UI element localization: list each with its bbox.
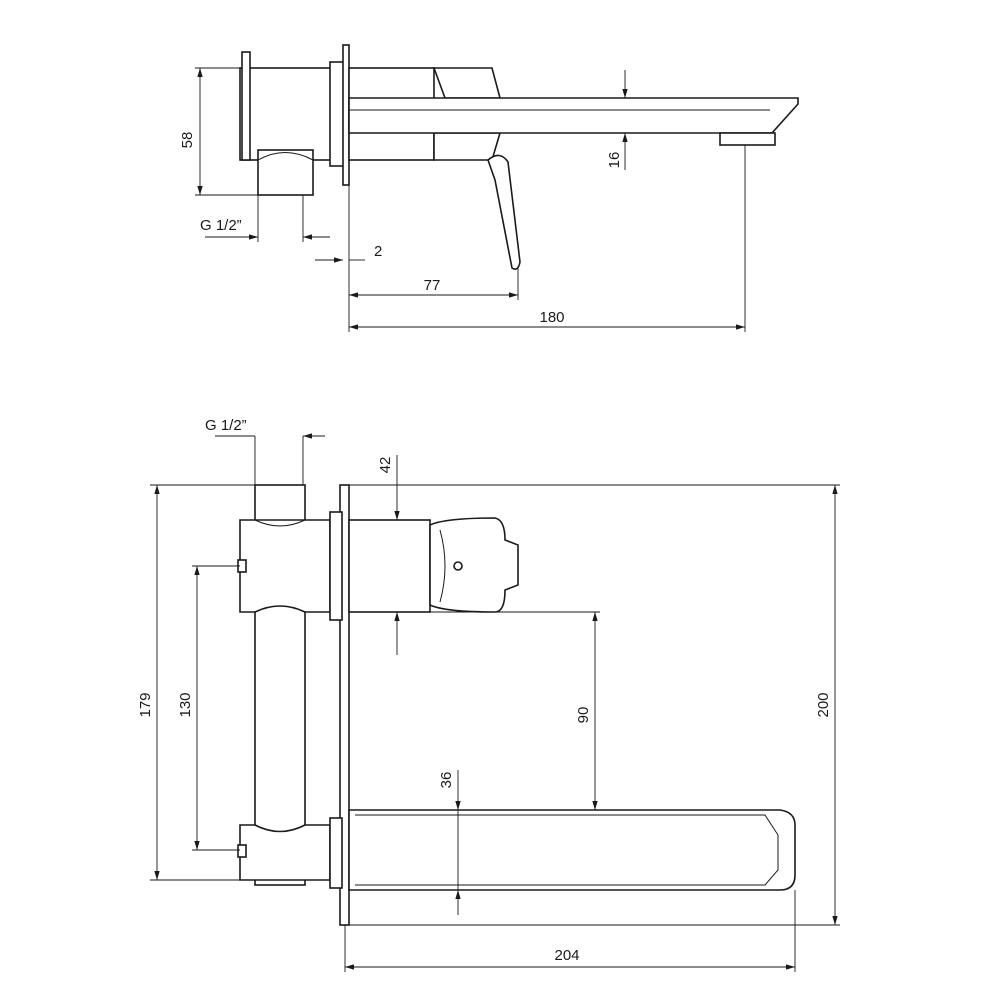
dim-90: 90 — [575, 707, 592, 724]
front-wall-plate — [339, 484, 350, 926]
front-view: G 1/2” 42 179 130 90 200 36 — [137, 417, 840, 972]
side-aerator — [719, 132, 776, 146]
dim-204: 204 — [554, 947, 579, 964]
handle-indicator-dot — [453, 561, 463, 571]
side-body — [239, 51, 345, 196]
side-lever — [487, 154, 521, 270]
dim-130: 130 — [177, 692, 194, 717]
dim-200: 200 — [815, 692, 832, 717]
side-view: 58 16 G 1/2” 2 77 180 — [179, 44, 799, 332]
dimensions-front: G 1/2” 42 179 130 90 200 36 — [137, 417, 840, 972]
front-body — [237, 484, 343, 889]
dim-g12-side: G 1/2” — [200, 217, 242, 234]
dim-36: 36 — [438, 772, 455, 789]
front-cartridge — [348, 517, 519, 613]
side-spout — [348, 97, 799, 134]
dim-g12-front: G 1/2” — [205, 417, 247, 434]
dim-77: 77 — [424, 277, 441, 294]
dim-2: 2 — [374, 243, 382, 260]
side-wall-plate — [342, 44, 350, 186]
dim-180: 180 — [539, 309, 564, 326]
dim-179: 179 — [137, 692, 154, 717]
front-spout — [348, 809, 796, 891]
dimensions-side: 58 16 G 1/2” 2 77 180 — [179, 67, 746, 332]
dim-42: 42 — [377, 457, 394, 474]
dim-16: 16 — [606, 152, 623, 169]
dim-58: 58 — [179, 132, 196, 149]
